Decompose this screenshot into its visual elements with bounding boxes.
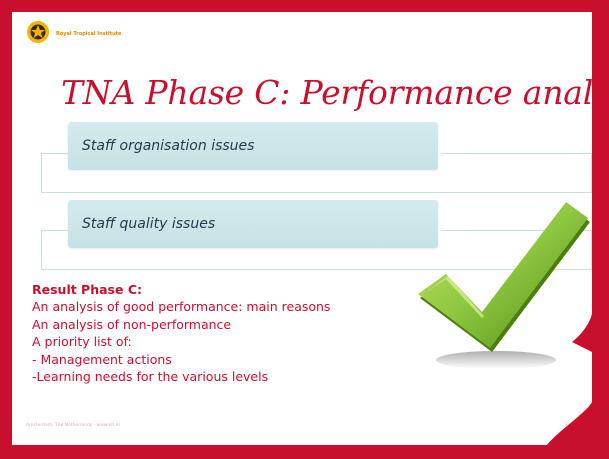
institute-logo-icon [27, 21, 49, 43]
result-line: -Learning needs for the various levels [32, 369, 269, 385]
slide-title: TNA Phase C: Performance analysis [61, 73, 592, 112]
result-line: A priority list of: [32, 334, 132, 350]
result-block: Result Phase C: An analysis of good perf… [32, 281, 330, 385]
bar-label-text: Staff organisation issues [82, 138, 255, 154]
bar-outline-2 [41, 230, 592, 270]
result-line: An analysis of good performance: main re… [32, 299, 331, 315]
result-line: - Management actions [32, 351, 172, 367]
bar-outline-1 [41, 153, 592, 193]
bar-staff-quality: Staff quality issues [68, 200, 438, 248]
bar-staff-organisation: Staff organisation issues [68, 122, 438, 170]
footer-text: Amsterdam, The Netherlands · www.kit.nl [26, 423, 120, 428]
slide: Royal Tropical Institute TNA Phase C: Pe… [12, 12, 592, 445]
checkmark-icon [418, 202, 590, 369]
brand-name: Royal Tropical Institute [56, 31, 122, 37]
result-heading: Result Phase C: [32, 282, 142, 297]
bar-label-text: Staff quality issues [82, 216, 216, 232]
page-number: 2 [565, 423, 568, 428]
result-line: An analysis of non-performance [32, 316, 232, 332]
